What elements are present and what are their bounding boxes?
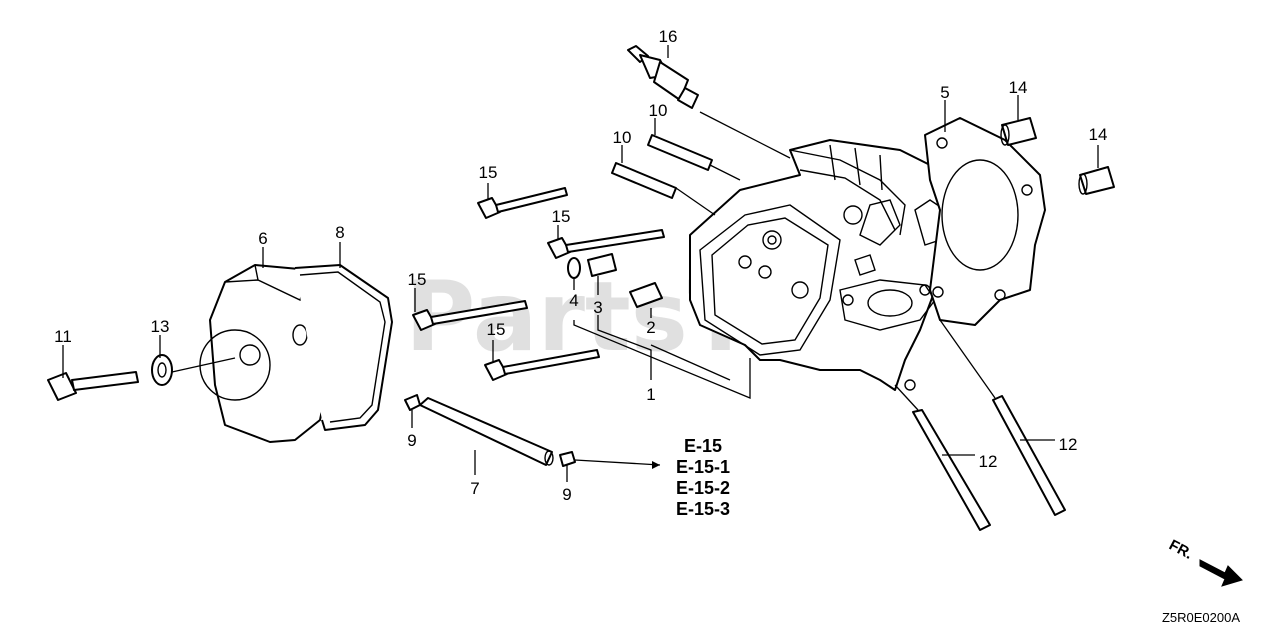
stud-bolt-lower[interactable] [611, 162, 677, 199]
callout-2[interactable]: 2 [646, 318, 655, 337]
callout-10[interactable]: 10 [613, 128, 632, 147]
sealing-washer[interactable] [151, 354, 173, 386]
callout-16[interactable]: 16 [659, 27, 678, 46]
callout-12[interactable]: 12 [1059, 435, 1078, 454]
flange-bolt-2[interactable] [547, 229, 665, 259]
callout-14[interactable]: 14 [1009, 78, 1028, 97]
flange-bolt-3[interactable] [412, 300, 528, 331]
callout-7[interactable]: 7 [470, 479, 479, 498]
reference-list: E-15 E-15-1 E-15-2 E-15-3 [676, 436, 730, 519]
reference-e-15-2[interactable]: E-15-2 [676, 478, 730, 498]
reference-e-15-3[interactable]: E-15-3 [676, 499, 730, 519]
callout-12[interactable]: 12 [979, 452, 998, 471]
stud-bolt-upper[interactable] [647, 134, 713, 171]
callout-15[interactable]: 15 [479, 163, 498, 182]
head-cover-gasket[interactable] [294, 264, 393, 431]
long-stud-2[interactable] [992, 395, 1066, 516]
reference-e-15[interactable]: E-15 [684, 436, 722, 456]
callout-15[interactable]: 15 [552, 207, 571, 226]
flange-bolt-4[interactable] [484, 349, 600, 381]
dowel-pin-lower[interactable] [1078, 166, 1115, 195]
flange-bolt-1[interactable] [477, 187, 568, 219]
tube-clamp-1[interactable] [404, 394, 421, 411]
washer-4[interactable] [567, 257, 581, 279]
diagram-code: Z5R0E0200A [1162, 610, 1240, 625]
callout-9[interactable]: 9 [562, 485, 571, 504]
reference-arrowhead [652, 461, 660, 469]
tube-clamp-2[interactable] [559, 451, 576, 467]
front-label: FR. [1166, 537, 1195, 563]
valve-guide-3[interactable] [587, 253, 617, 277]
long-stud-1[interactable] [912, 409, 991, 531]
callout-8[interactable]: 8 [335, 223, 344, 242]
callout-3[interactable]: 3 [593, 298, 602, 317]
callout-15[interactable]: 15 [487, 320, 506, 339]
front-direction-indicator: FR. [1166, 537, 1243, 587]
cylinder-head[interactable] [689, 139, 961, 391]
reference-e-15-1[interactable]: E-15-1 [676, 457, 730, 477]
dowel-pin-upper[interactable] [1000, 117, 1037, 146]
callout-14[interactable]: 14 [1089, 125, 1108, 144]
callout-6[interactable]: 6 [258, 229, 267, 248]
valve-guide-2[interactable] [629, 282, 663, 308]
callout-1[interactable]: 1 [646, 385, 655, 404]
callout-9[interactable]: 9 [407, 431, 416, 450]
callout-labels: 16 10 10 5 14 14 15 15 15 15 6 8 11 13 4… [54, 27, 1107, 504]
callout-15[interactable]: 15 [408, 270, 427, 289]
callout-11[interactable]: 11 [54, 327, 72, 346]
leader-lines [62, 45, 1099, 482]
front-arrow-icon [1199, 559, 1243, 587]
cover-bolt[interactable] [47, 371, 139, 401]
spark-plug[interactable] [627, 45, 699, 109]
breather-tube[interactable] [419, 397, 554, 466]
callout-10[interactable]: 10 [649, 101, 668, 120]
head-gasket[interactable] [924, 117, 1046, 326]
callout-13[interactable]: 13 [151, 317, 170, 336]
callout-4[interactable]: 4 [569, 291, 578, 310]
callout-5[interactable]: 5 [940, 83, 949, 102]
